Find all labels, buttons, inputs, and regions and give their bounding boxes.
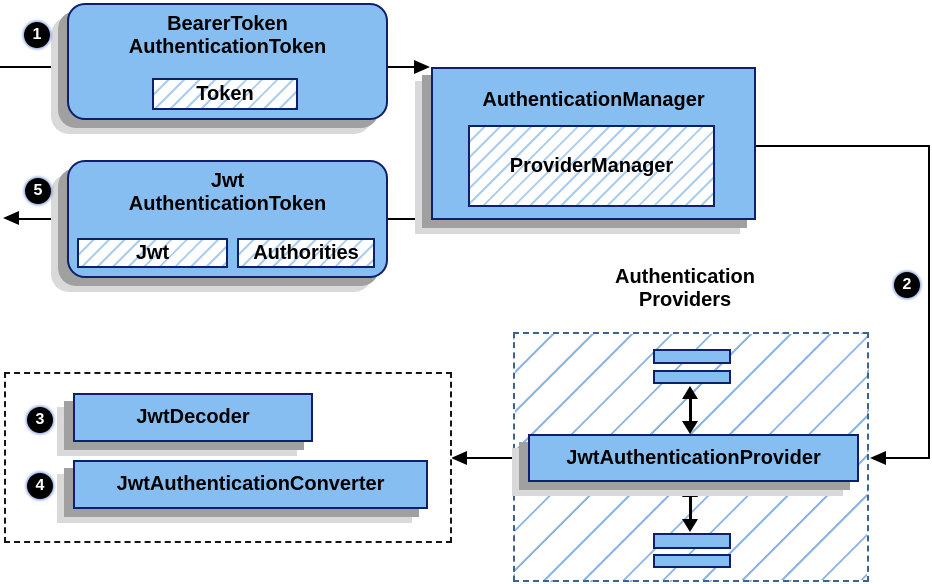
step-4-number: 4 (35, 477, 45, 494)
provider-manager-label: ProviderManager (509, 154, 674, 177)
jwt-authentication-converter-label: JwtAuthenticationConverter (116, 473, 385, 495)
step-3-badge: 3 (27, 407, 53, 433)
arrowhead-to-decoder-group-icon (451, 451, 467, 465)
jwt-decoder-label: JwtDecoder (136, 406, 250, 428)
authentication-providers-label-line2: Providers (638, 289, 732, 311)
jwt-authentication-provider-box: JwtAuthenticationProvider (528, 434, 859, 482)
authentication-providers-label-line1: Authentication (615, 266, 755, 288)
jwt-authentication-converter-box: JwtAuthenticationConverter (73, 460, 428, 509)
jwt-field-label: Jwt (135, 241, 170, 264)
bearer-token-authentication-token-box: BearerToken AuthenticationToken Token (67, 3, 388, 120)
authentication-manager-title: AuthenticationManager (482, 89, 705, 111)
authentication-providers-label: Authentication Providers (565, 266, 805, 312)
arrowhead-to-authentication-manager-icon (414, 60, 430, 74)
token-field: Token (152, 78, 298, 110)
arrowhead-down-icon (682, 421, 698, 434)
authorities-field-label: Authorities (253, 241, 359, 264)
jwt-authentication-provider-label: JwtAuthenticationProvider (566, 446, 821, 469)
provider-bar-bottom-1 (653, 533, 731, 549)
provider-link-arrow-bottom (682, 484, 698, 532)
incoming-request-line (0, 66, 67, 68)
jwt-authentication-token-box: Jwt AuthenticationToken Jwt Authorities (67, 160, 388, 278)
provider-bar-bottom-2 (653, 554, 731, 568)
step-2-number: 2 (902, 276, 912, 293)
provider-manager-box: ProviderManager (468, 125, 715, 207)
arrowhead-up-icon (682, 386, 698, 399)
provider-link-arrow-top (682, 386, 698, 434)
bearer-token-title-line1: BearerToken (167, 13, 288, 35)
token-field-label: Token (196, 82, 254, 105)
step-4-badge: 4 (27, 473, 53, 499)
step-2-badge: 2 (894, 272, 920, 298)
jwt-authentication-token-title: Jwt AuthenticationToken (69, 170, 386, 216)
outgoing-response-line (19, 218, 67, 220)
jwt-field: Jwt (77, 238, 228, 268)
arrowhead-to-jwt-authentication-provider-icon (870, 451, 886, 465)
connector-step2-horizontal-bottom (886, 457, 930, 459)
provider-bar-top-2 (653, 370, 731, 384)
jwt-token-title-line2: AuthenticationToken (128, 193, 327, 215)
arrow-shaft (688, 396, 692, 424)
jwt-decoder-box: JwtDecoder (73, 393, 313, 442)
step-1-number: 1 (32, 26, 42, 43)
step-1-badge: 1 (24, 22, 50, 48)
arrowhead-up-icon (682, 484, 698, 497)
provider-bar-top-1 (653, 349, 731, 364)
connector-step2-vertical (928, 145, 930, 459)
outgoing-response-arrowhead-icon (3, 211, 19, 225)
arrowhead-down-icon (682, 519, 698, 532)
step-5-badge: 5 (25, 178, 51, 204)
arrow-shaft (688, 494, 692, 522)
bearer-token-authentication-token-title: BearerToken AuthenticationToken (69, 13, 386, 59)
authorities-field: Authorities (237, 238, 375, 268)
authentication-manager-box: AuthenticationManager ProviderManager (431, 67, 756, 220)
return-line-manager-to-jwt-token (388, 218, 432, 220)
arrow-line-to-authentication-manager (388, 66, 414, 68)
bearer-token-title-line2: AuthenticationToken (128, 36, 327, 58)
step-3-number: 3 (35, 411, 45, 428)
connector-step2-horizontal-top (754, 145, 930, 147)
jwt-token-title-line1: Jwt (210, 170, 245, 192)
step-5-number: 5 (33, 182, 43, 199)
arrow-line-to-decoder-group (467, 457, 528, 459)
